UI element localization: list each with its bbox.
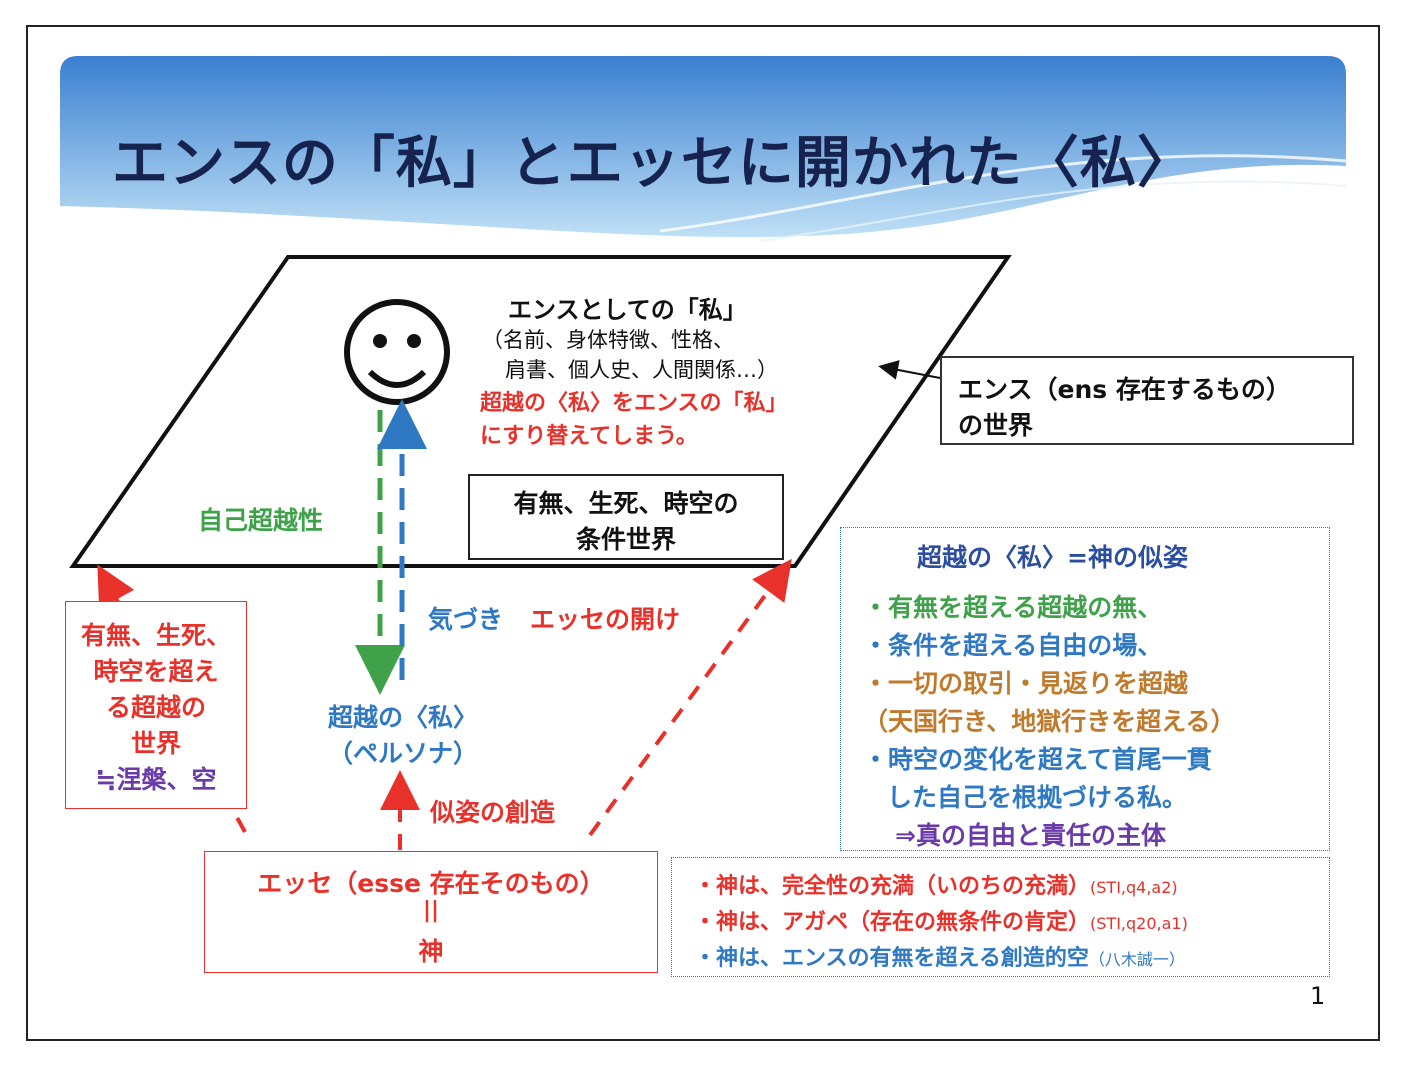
transcendent-world-line2: 時空を超え [93,657,219,686]
god-line2-ref: (STI,q20,a1) [1090,914,1188,933]
ens-self-warning-2: にすり替えてしまう。 [480,424,698,449]
ens-self-details-2: 肩書、個人史、人間関係…） [505,358,778,382]
ens-world-box: エンス（ens 存在するもの） の世界 [940,356,1354,445]
conditional-world-line2: 条件世界 [575,525,676,554]
god-line1-ref: (STI,q4,a2) [1090,878,1178,897]
page-title: エンスの「私」とエッセに開かれた〈私〉 [112,131,1194,196]
page-number: 1 [1310,982,1326,1010]
esse-god: 神 [418,937,444,966]
god-line2: ・神は、アガペ（存在の無条件の肯定）(STI,q20,a1) [694,904,1188,936]
ens-world-pointer [878,360,941,380]
imago-dei-item4: ・時空の変化を超えて首尾一貫 [863,745,1212,774]
ens-self-warning-1: 超越の〈私〉をエンスの「私」 [480,391,788,416]
conditional-world-box: 有無、生死、時空の 条件世界 [468,474,784,560]
image-creation-label: 似姿の創造 [430,798,556,827]
god-box: ・神は、完全性の充満（いのちの充満）(STI,q4,a2) ・神は、アガペ（存在… [671,857,1330,977]
transcendent-world-line3: る超越の [105,693,206,722]
imago-dei-item4b: した自己を根拠づける私。 [887,783,1188,812]
imago-dei-item3b: （天国行き、地獄行きを超える） [863,707,1236,736]
transcendent-self-line1: 超越の〈私〉 [328,703,479,732]
imago-dei-item3: ・一切の取引・見返りを超越 [863,669,1189,698]
self-transcendence-label: 自己超越性 [198,506,324,535]
awareness-label: 気づき [428,605,504,634]
imago-dei-item1: ・有無を超える超越の無、 [863,593,1163,622]
esse-box: エッセ（esse 存在そのもの） || 神 [204,851,658,973]
imago-dei-item5: ⇒真の自由と責任の主体 [895,821,1166,850]
transcendent-world-line5: ≒涅槃、空 [95,765,217,794]
transcendent-self-line2: （ペルソナ） [328,739,479,768]
conditional-world-line1: 有無、生死、時空の [513,489,739,518]
imago-dei-heading-text: 超越の〈私〉=神の似姿 [917,543,1188,572]
god-line3: ・神は、エンスの有無を超える創造的空（八木誠一） [694,940,1185,972]
esse-line1: エッセ（esse 存在そのもの） [257,869,605,898]
ens-self-details-1: （名前、身体特徴、性格、 [482,328,734,352]
god-line3-text: ・神は、エンスの有無を超える創造的空 [694,946,1089,971]
god-line1-text: ・神は、完全性の充満（いのちの充満） [694,874,1091,899]
ens-world-line2: の世界 [958,411,1034,440]
transcendent-world-line4: 世界 [130,729,181,758]
god-line1: ・神は、完全性の充満（いのちの充満）(STI,q4,a2) [694,868,1178,900]
god-line2-text: ・神は、アガペ（存在の無条件の肯定） [694,910,1091,935]
ens-world-line1: エンス（ens 存在するもの） [958,375,1291,404]
imago-dei-box: 超越の〈私〉=神の似姿 ・有無を超える超越の無、 ・条件を超える自由の場、 ・一… [840,527,1330,851]
ens-world-plane [69,255,1012,568]
god-line3-ref: （八木誠一） [1088,950,1185,969]
esse-opening-label: エッセの開け [530,605,681,634]
title-banner [60,56,1346,242]
imago-dei-heading: 超越の〈私〉=神の似姿 [917,538,1188,574]
slide-frame [26,25,1380,1041]
transcendent-world-box: 有無、生死、 時空を超え る超越の 世界 ≒涅槃、空 [65,601,247,809]
imago-dei-item2: ・条件を超える自由の場、 [863,631,1163,660]
esse-equals: || [422,898,440,923]
transcendent-world-line1: 有無、生死、 [80,621,231,650]
ens-self-heading: エンスとしての「私」 [508,296,747,324]
